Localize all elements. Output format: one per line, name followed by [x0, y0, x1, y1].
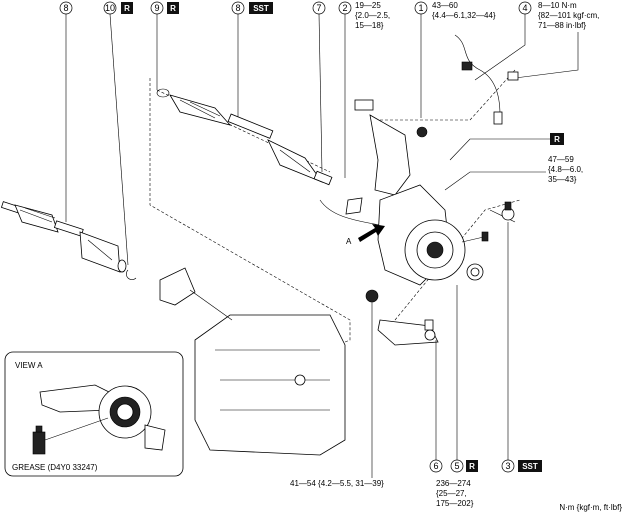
svg-text:43—60: 43—60 [432, 1, 458, 10]
torque-spec-1: 43—60 {4.4—6.1,32—44} [432, 1, 496, 20]
svg-text:175—202}: 175—202} [436, 499, 474, 508]
svg-text:{82—101 kgf·cm,: {82—101 kgf·cm, [538, 11, 599, 20]
svg-text:R: R [469, 462, 475, 471]
svg-text:15—18}: 15—18} [355, 21, 384, 30]
callout-10: 10 R [103, 1, 133, 266]
tie-rod-end [489, 201, 516, 223]
svg-text:N·m {kgf·m, ft·lbf}: N·m {kgf·m, ft·lbf} [559, 503, 622, 512]
svg-text:R: R [170, 4, 176, 13]
svg-text:SST: SST [253, 4, 269, 13]
svg-text:8—10 N·m: 8—10 N·m [538, 1, 577, 10]
svg-text:35—43}: 35—43} [548, 175, 577, 184]
callout-9: 9 R [150, 1, 179, 90]
callout-6: 6 [429, 340, 443, 473]
torque-spec-2: 19—25 {2.0—2.5, 15—18} [355, 1, 390, 30]
r-tag-cotter: R [449, 133, 564, 161]
circlip-10 [126, 269, 137, 280]
callout-8-sst: 8 SST [231, 1, 273, 122]
svg-text:R: R [124, 4, 130, 13]
svg-text:8: 8 [63, 3, 68, 13]
drive-shaft-right [156, 88, 333, 186]
svg-text:41—54 {4.2—5.5, 31—39}: 41—54 {4.2—5.5, 31—39} [290, 479, 384, 488]
svg-text:9: 9 [154, 3, 159, 13]
torque-spec-3: 47—59 {4.8—6.0, 35—43} [444, 155, 583, 191]
svg-text:4: 4 [522, 3, 527, 13]
svg-text:1: 1 [418, 3, 423, 13]
callout-2: 2 [338, 1, 352, 178]
svg-text:{4.4—6.1,32—44}: {4.4—6.1,32—44} [432, 11, 496, 20]
bolt-hub [461, 231, 489, 243]
view-a-inset: VIEW A GREASE (D4Y0 33247) [4, 351, 184, 477]
direction-arrow-a: A [346, 224, 385, 246]
svg-text:10: 10 [105, 3, 115, 13]
torque-spec-4: 8—10 N·m {82—101 kgf·cm, 71—88 in·lbf} [514, 1, 599, 79]
transaxle [159, 267, 346, 456]
svg-text:{2.0—2.5,: {2.0—2.5, [355, 11, 390, 20]
callout-5: 5 R [450, 285, 478, 473]
svg-text:71—88 in·lbf}: 71—88 in·lbf} [538, 21, 586, 30]
svg-text:19—25: 19—25 [355, 1, 381, 10]
svg-text:47—59: 47—59 [548, 155, 574, 164]
svg-text:GREASE (D4Y0 33247): GREASE (D4Y0 33247) [12, 463, 98, 472]
svg-text:8: 8 [235, 3, 240, 13]
callout-8-left: 8 [59, 1, 73, 222]
hub-nut [466, 263, 484, 281]
svg-text:6: 6 [433, 461, 438, 471]
lower-arm [377, 319, 439, 346]
callout-1: 1 [414, 1, 428, 118]
svg-text:R: R [554, 135, 560, 144]
svg-text:SST: SST [522, 462, 538, 471]
svg-text:A: A [346, 237, 352, 246]
svg-text:7: 7 [316, 3, 321, 13]
nut-6 [365, 289, 379, 303]
callout-7: 7 [312, 1, 326, 173]
steering-knuckle [319, 99, 466, 286]
svg-text:236—274: 236—274 [436, 479, 471, 488]
torque-spec-6: 41—54 {4.2—5.5, 31—39} [290, 302, 384, 488]
torque-spec-5: 236—274 {25—27, 175—202} [436, 479, 474, 508]
callout-4: 4 [474, 1, 532, 81]
drive-shaft-left [0, 201, 127, 273]
svg-text:VIEW A: VIEW A [15, 361, 43, 370]
svg-text:{4.8—6.0,: {4.8—6.0, [548, 165, 583, 174]
svg-text:{25—27,: {25—27, [436, 489, 467, 498]
svg-text:3: 3 [505, 461, 510, 471]
callout-3: 3 SST [501, 222, 542, 473]
svg-text:5: 5 [454, 461, 459, 471]
units-legend: N·m {kgf·m, ft·lbf} [559, 503, 622, 512]
svg-text:2: 2 [342, 3, 347, 13]
abs-sensor-harness [454, 34, 519, 125]
